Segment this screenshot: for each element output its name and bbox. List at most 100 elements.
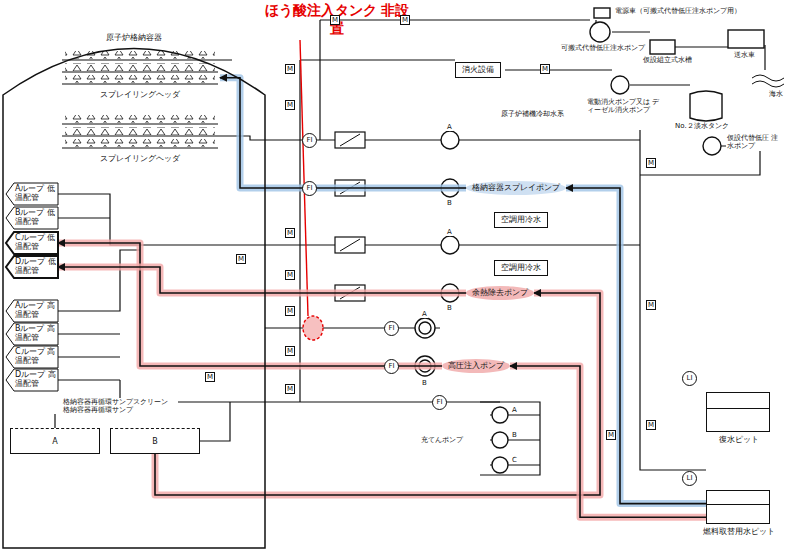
node-text: 格納容器スプレイポンプ: [472, 183, 560, 192]
equipment-box: 空調用冷水: [494, 212, 548, 228]
motor-valve-tag: M: [646, 158, 656, 168]
loop-outline: [6, 300, 58, 322]
motor-valve-tag: M: [285, 100, 295, 110]
flow-highlight: [155, 293, 600, 495]
motor-valve-tag: M: [285, 64, 295, 74]
motor-valve-tag: M: [285, 270, 295, 280]
motor-valve-tag: M: [646, 420, 656, 430]
node-text: Aループ 高温配管: [15, 302, 57, 320]
pipe-line: [566, 188, 706, 504]
equipment-box: 消火設備: [455, 62, 501, 78]
loop-pipe-box: Dループ 低温配管: [6, 256, 58, 278]
equipment-label: A: [421, 310, 428, 318]
loop-pipe-box: Bループ 低温配管: [6, 207, 58, 229]
flow-highlight: [566, 188, 706, 504]
pipe-line: [220, 78, 466, 188]
pipe-connector: [155, 293, 600, 495]
pipe-connector: [566, 188, 706, 504]
node-text: Bループ 低温配管: [15, 209, 57, 227]
instrument-tag: FI: [302, 181, 317, 196]
tank: 復水ピット: [706, 392, 770, 432]
pipe-line: [58, 267, 466, 293]
sump-pit: A: [10, 428, 100, 454]
equipment-label: 電源車（可搬式代替低圧注水ポンプ用）: [614, 7, 742, 15]
equipment-label: 送水車: [733, 51, 756, 59]
loop-pipe-box: Bループ 高温配管: [6, 323, 58, 345]
motor-valve-tag: M: [285, 384, 295, 394]
motor-valve-tag: M: [285, 346, 295, 356]
node-text: 復水ピット: [719, 434, 759, 445]
loop-outline: [6, 256, 58, 278]
containment-vessel: 原子炉格納容器スプレイリングヘッダスプレイリングヘッダAループ 低温配管Bループ…: [3, 20, 265, 548]
flow-highlight: [58, 267, 466, 293]
node-text: 原子炉格納容器: [3, 32, 265, 43]
sump-pit: B: [110, 428, 200, 454]
equipment-label: 原子炉補機冷却水系: [500, 110, 565, 118]
node-text: A: [52, 437, 57, 446]
equipment-label: C: [511, 456, 518, 464]
equipment-label: B: [446, 304, 453, 312]
equipment-box: 余熱除去ポンプ: [466, 286, 534, 300]
node-text: Bループ 高温配管: [15, 325, 57, 343]
pipe-connector: [220, 78, 466, 188]
pipe-line: [155, 293, 600, 495]
equipment-label: 格納容器再循環サンプスクリーン 格納容器再循環サンプ: [62, 398, 178, 415]
motor-valve-tag: M: [236, 254, 246, 264]
node-text: 空調用冷水: [501, 215, 541, 224]
pipe-connector: [510, 366, 706, 517]
equipment-box: 高圧注入ポンプ: [442, 359, 510, 373]
equipment-label: B: [421, 379, 428, 387]
equipment-label: 仮設組立式水槽: [642, 56, 693, 64]
spray-header: スプレイリングヘッダ: [60, 112, 220, 166]
motor-valve-tag: M: [285, 228, 295, 238]
instrument-tag: FI: [432, 395, 447, 410]
instrument-tag: FI: [384, 321, 399, 336]
node-text: 高圧注入ポンプ: [448, 361, 504, 370]
equipment-label: 海水: [768, 90, 784, 98]
motor-valve-tag: M: [400, 15, 410, 25]
node-text: Dループ 高温配管: [15, 371, 57, 389]
equipment-label: 可搬式代替低圧注水ポンプ: [560, 44, 646, 52]
equipment-box: 空調用冷水: [494, 260, 548, 276]
loop-outline: [6, 369, 58, 391]
equipment-label: 仮設代替低圧 注水ポンプ: [726, 134, 782, 151]
motor-valve-tag: M: [330, 15, 340, 25]
tank: 燃料取替用水ピット: [706, 490, 770, 524]
loop-outline: [6, 232, 58, 254]
loop-pipe-box: Cループ 高温配管: [6, 346, 58, 368]
tank-water: [707, 408, 769, 409]
loop-outline: [6, 323, 58, 345]
node-text: 消火設備: [462, 65, 494, 74]
node-text: Cループ 高温配管: [15, 348, 57, 366]
node-text: 余熱除去ポンプ: [472, 288, 528, 297]
loop-pipe-box: Aループ 高温配管: [6, 300, 58, 322]
motor-valve-tag: M: [205, 372, 215, 382]
node-text: 燃料取替用水ピット: [703, 526, 775, 537]
equipment-label: 充てんポンプ: [420, 436, 464, 444]
node-text: Aループ 低温配管: [15, 185, 57, 203]
node-text: スプレイリングヘッダ: [60, 153, 220, 164]
equipment-label: A: [446, 228, 453, 236]
pipe-connector: [58, 243, 442, 366]
spray-header: スプレイリングヘッダ: [60, 48, 220, 102]
pipe-line: [510, 366, 706, 517]
equipment-box: 格納容器スプレイポンプ: [466, 181, 566, 195]
flow-highlight: [58, 243, 442, 366]
pipe-line: [58, 243, 442, 366]
equipment-label: A: [446, 123, 453, 131]
node-text: B: [152, 437, 158, 446]
instrument-tag: LI: [682, 371, 697, 386]
loop-outline: [6, 183, 58, 205]
loop-outline: [6, 207, 58, 229]
motor-valve-tag: M: [540, 64, 550, 74]
loop-pipe-box: Dループ 高温配管: [6, 369, 58, 391]
tank-water: [707, 504, 769, 505]
instrument-tag: FI: [302, 133, 317, 148]
equipment-label: No.２淡水タンク: [674, 122, 730, 130]
motor-valve-tag: M: [606, 430, 616, 440]
loop-pipe-box: Cループ 低温配管: [6, 232, 58, 254]
flow-highlight: [510, 366, 706, 517]
loop-outline: [6, 346, 58, 368]
